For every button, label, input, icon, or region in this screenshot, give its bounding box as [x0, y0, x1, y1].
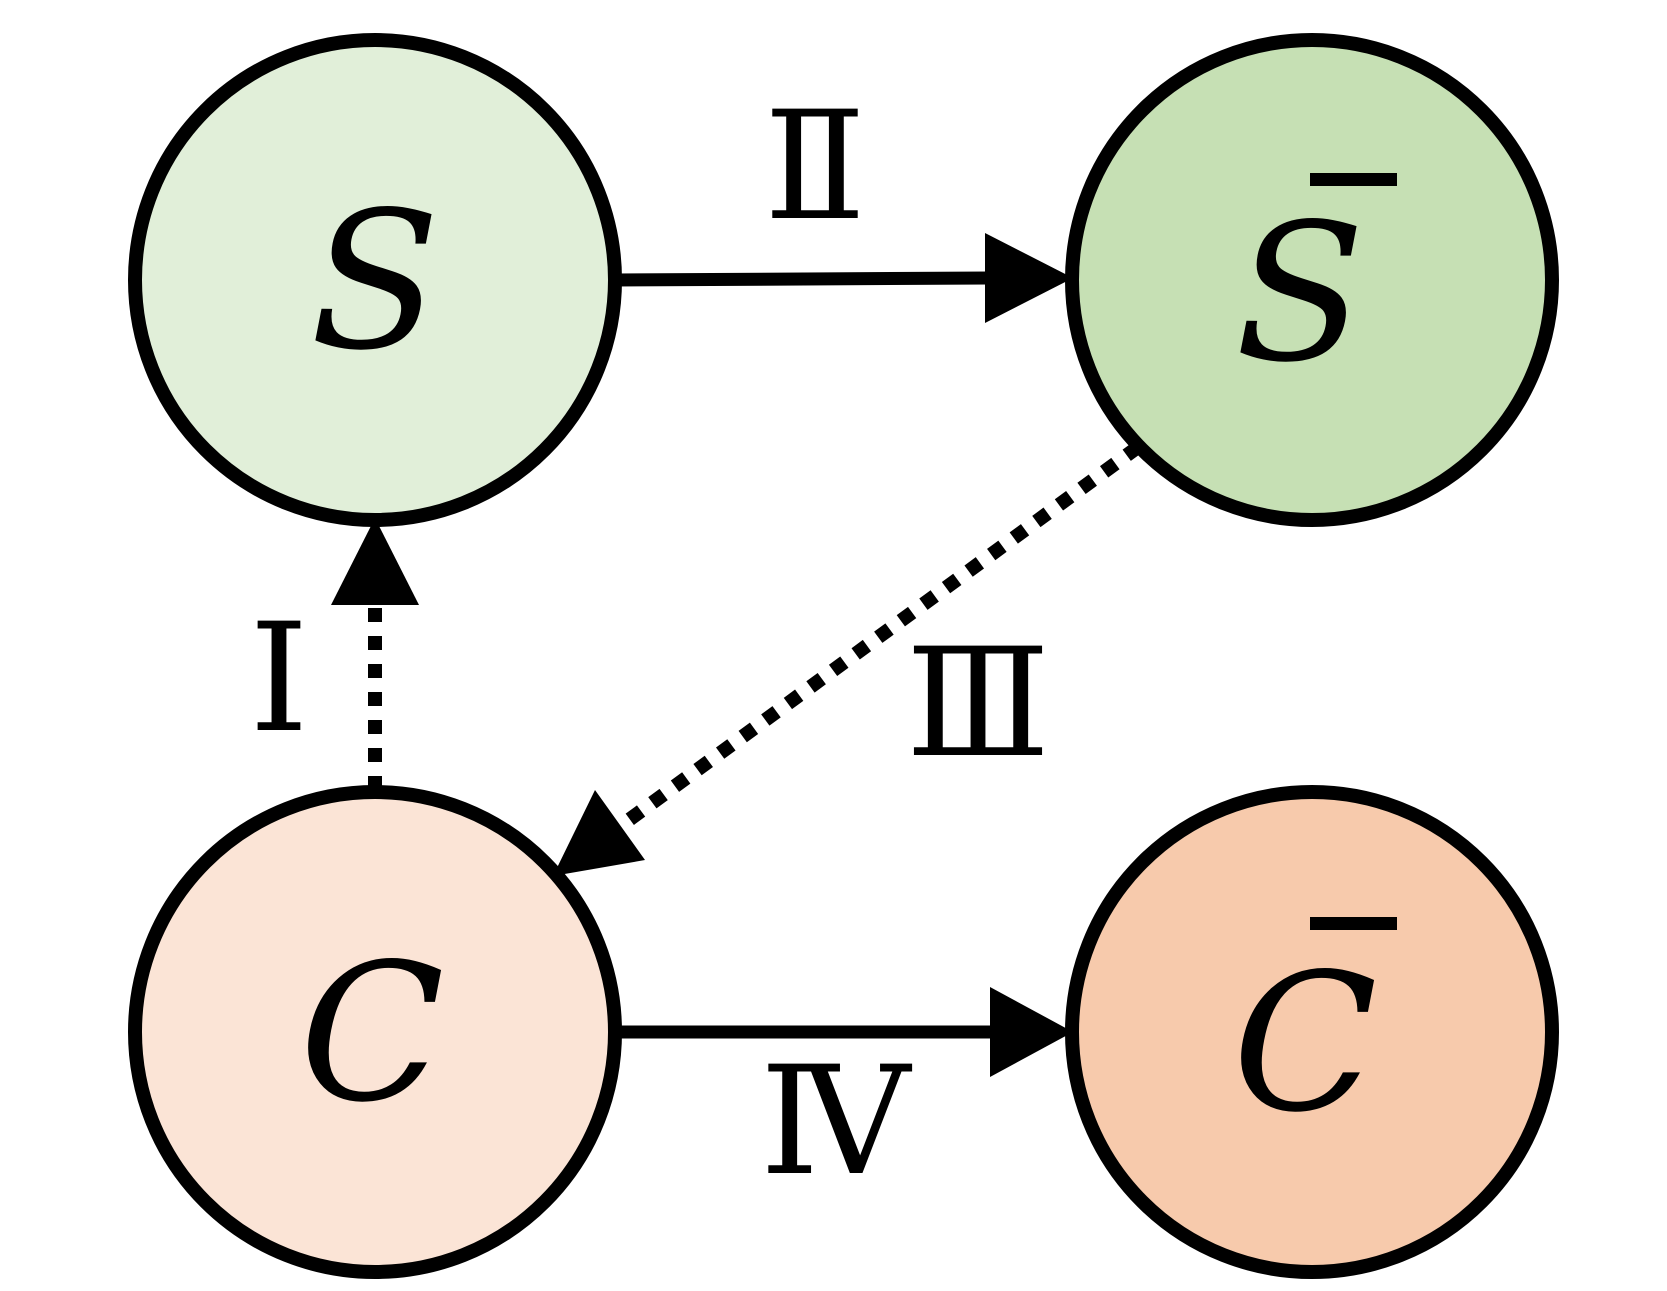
edge-ii-arrowhead [985, 233, 1073, 323]
edge-ii-line [614, 271, 991, 287]
edge-iv-label: Ⅳ [760, 1035, 913, 1209]
node-s-bar-overbar [1310, 173, 1397, 186]
node-c-label: C [299, 923, 444, 1144]
edge-ii-label: Ⅱ [764, 80, 866, 254]
edge-i: Ⅰ [249, 518, 419, 790]
node-c-bar-label: C [1232, 933, 1377, 1154]
edge-i-label: Ⅰ [249, 592, 308, 766]
edge-iii-label: Ⅲ [906, 617, 1051, 791]
edge-ii: Ⅱ [614, 80, 1073, 323]
node-s: S [128, 33, 622, 527]
node-c-bar: C [1065, 785, 1559, 1279]
edge-iii-arrowhead [553, 790, 645, 876]
node-s-bar-circle [1065, 33, 1559, 527]
node-s-label: S [310, 171, 440, 392]
node-c-bar-circle [1065, 785, 1559, 1279]
node-c: C [128, 785, 622, 1279]
node-c-bar-overbar [1310, 917, 1397, 930]
node-c-circle [128, 785, 622, 1279]
node-s-bar-label: S [1235, 183, 1365, 404]
edge-iv: Ⅳ [615, 987, 1073, 1209]
edge-iii: Ⅲ [553, 441, 1143, 876]
edge-iii-line [617, 441, 1143, 831]
node-s-circle [128, 33, 622, 527]
edge-i-arrowhead [331, 518, 419, 605]
edge-iv-arrowhead [990, 987, 1073, 1077]
node-s-bar: S [1065, 33, 1559, 527]
